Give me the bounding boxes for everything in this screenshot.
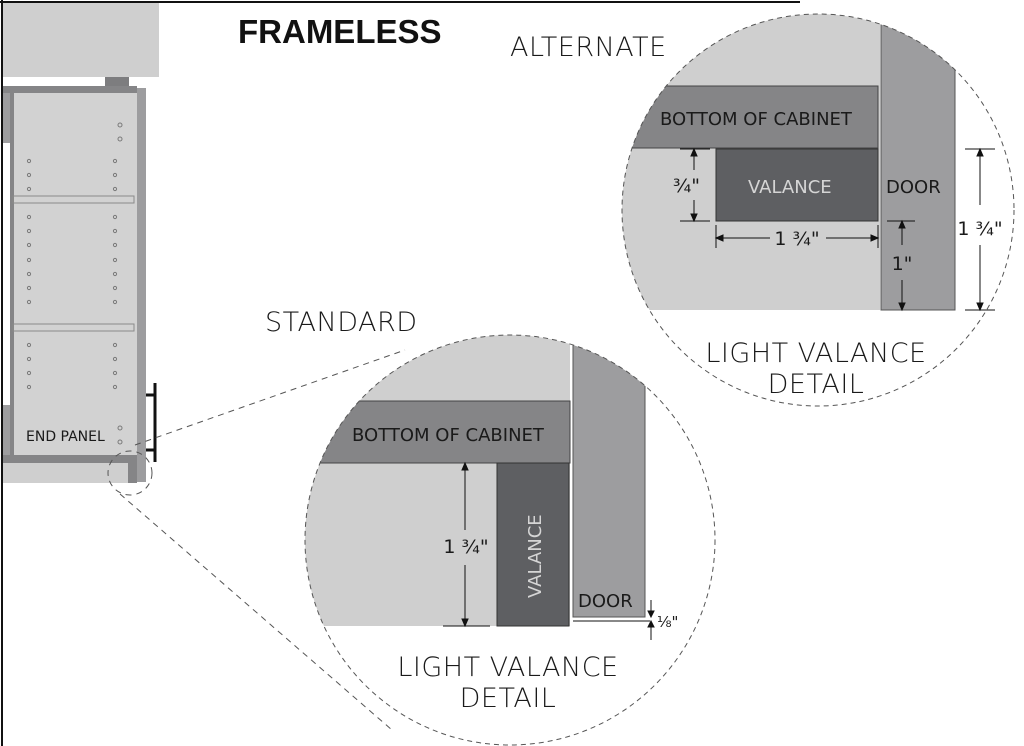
callout-leader-lines — [107, 349, 406, 731]
alternate-dim-valance-width: 1 ¾" — [774, 228, 819, 250]
page-title: FRAMELESS — [238, 13, 442, 50]
alternate-detail-outline — [621, 13, 1015, 407]
standard-caption-line2: DETAIL — [460, 683, 557, 714]
alternate-dimension-lines — [680, 147, 995, 312]
alternate-dim-total-height: 1 ¾" — [957, 218, 1002, 240]
alternate-caption-line2: DETAIL — [768, 369, 865, 400]
frame-border — [0, 0, 800, 746]
standard-dimension-lines — [443, 461, 655, 640]
alternate-dim-door-overlap: 1" — [892, 253, 913, 275]
alternate-dim-valance-height: ¾" — [673, 175, 700, 197]
end-panel-label: END PANEL — [26, 429, 105, 445]
standard-door-label: DOOR — [578, 591, 633, 612]
door-handle-icon — [146, 383, 157, 462]
standard-detail — [305, 335, 650, 627]
standard-bottom-label: BOTTOM OF CABINET — [352, 425, 545, 446]
standard-heading: STANDARD — [265, 307, 418, 338]
alternate-caption-line1: LIGHT VALANCE — [705, 338, 926, 369]
standard-dim-valance-height: 1 ¾" — [443, 536, 488, 558]
standard-detail-outline — [304, 334, 716, 746]
standard-caption-line1: LIGHT VALANCE — [397, 652, 618, 683]
standard-valance-label: VALANCE — [525, 514, 546, 598]
cabinet-elevation: END PANEL — [3, 3, 159, 483]
standard-dim-door-gap: ⅛" — [657, 613, 678, 631]
alternate-door-label: DOOR — [886, 177, 941, 198]
alternate-valance-label: VALANCE — [748, 177, 832, 198]
alternate-bottom-label: BOTTOM OF CABINET — [660, 109, 853, 130]
alternate-heading: ALTERNATE — [510, 32, 667, 63]
